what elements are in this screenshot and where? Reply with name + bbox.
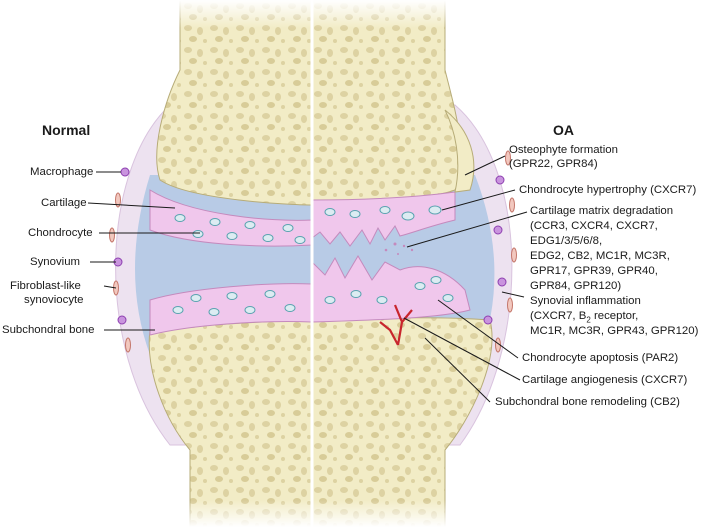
degradation-label-line3: EDG1/3/5/6/8,: [530, 235, 603, 247]
inflammation-label-line2: (CXCR7, B2 receptor,: [530, 310, 639, 325]
macrophages: [113, 167, 507, 325]
degradation-label-line5: GPR17, GPR39, GPR40,: [530, 265, 658, 277]
osteophyte-label-line1: Osteophyte formation: [509, 144, 618, 156]
lower-cartilage-oa: [311, 255, 471, 323]
osteophyte: [444, 109, 475, 193]
matrix-debris: [384, 242, 414, 255]
blood-vessel: [379, 304, 413, 346]
fibroblast-label-line2: synoviocyte: [24, 294, 84, 306]
degradation-label-line2: (CCR3, CXCR4, CXCR7,: [530, 220, 658, 232]
upper-bone: [156, 0, 462, 206]
degradation-label-line6: GPR84, GPR120): [530, 280, 622, 292]
fade-top: [150, 0, 490, 28]
fibroblasts: [109, 150, 517, 353]
chondrocyte-label: Chondrocyte: [28, 227, 93, 239]
cartilage-label: Cartilage: [41, 197, 87, 209]
hypertrophy-label: Chondrocyte hypertrophy (CXCR7): [519, 184, 697, 196]
left-leaders: [87, 171, 200, 331]
apoptosis-label: Chondrocyte apoptosis (PAR2): [522, 352, 679, 364]
angiogenesis-label: Cartilage angiogenesis (CXCR7): [522, 374, 688, 386]
normal-header: Normal: [42, 122, 91, 138]
fibroblast-label-line1: Fibroblast-like: [10, 280, 81, 292]
fade-bottom: [150, 500, 490, 527]
degradation-label-line1: Cartilage matrix degradation: [530, 205, 674, 217]
inflammation-label-line3: MC1R, MC3R, GPR43, GPR120): [530, 325, 699, 337]
lower-bone: [148, 317, 493, 527]
chondrocytes-oa: [324, 205, 454, 304]
remodeling-label: Subchondral bone remodeling (CB2): [495, 396, 680, 408]
degradation-label-line4: EDG2, CB2, MC1R, MC3R,: [530, 250, 670, 262]
upper-cartilage-oa: [311, 191, 456, 247]
oa-header: OA: [553, 122, 574, 138]
right-leaders: [403, 155, 528, 403]
chondrocytes-normal: [172, 214, 306, 316]
synovium-label: Synovium: [30, 256, 81, 268]
subchondral-bone-label: Subchondral bone: [2, 324, 95, 336]
osteophyte-label-line2: (GPR22, GPR84): [509, 158, 598, 170]
macrophage-label: Macrophage: [30, 166, 94, 178]
inflammation-label-line1: Synovial inflammation: [530, 295, 641, 307]
